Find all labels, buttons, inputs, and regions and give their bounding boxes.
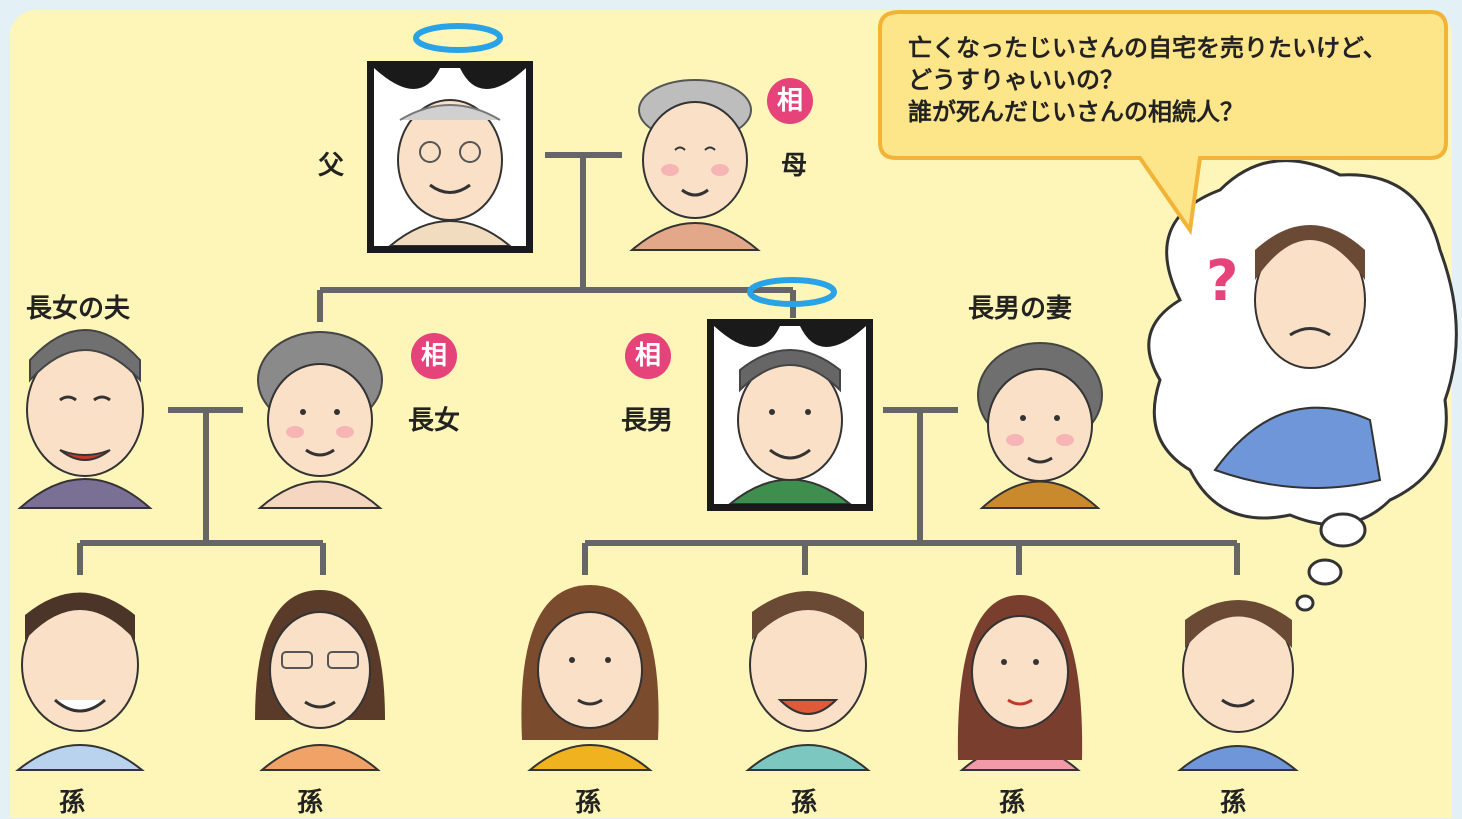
mother-portrait: [629, 79, 761, 251]
thought-cloud: ?: [1147, 159, 1458, 612]
grandchild-5-portrait: [957, 595, 1083, 771]
grandchild-4-portrait: [745, 591, 871, 771]
eldest-daughter-husband-portrait: [17, 329, 153, 509]
label-mother: 母: [781, 151, 808, 181]
question-mark-icon: ?: [1206, 249, 1238, 314]
label-eldest-son: 長男: [621, 406, 674, 436]
eldest-daughter-portrait: [257, 331, 383, 509]
label-eldest-son-wife: 長男の妻: [968, 294, 1073, 324]
label-father: 父: [318, 151, 345, 181]
grandchild-6-portrait: [1177, 600, 1299, 771]
speech-line-1: 亡くなったじいさんの自宅を売りたいけど、: [908, 34, 1387, 62]
label-grandchild-5: 孫: [999, 788, 1026, 818]
label-grandchild-1: 孫: [59, 788, 86, 818]
label-grandchild-4: 孫: [791, 788, 818, 818]
heir-badge-eldest-daughter: 相: [411, 333, 457, 379]
label-eldest-daughter-husband: 長女の夫: [26, 294, 131, 324]
heir-badge-mother: 相: [767, 78, 813, 124]
eldest-son-wife-portrait: [977, 342, 1103, 509]
label-grandchild-3: 孫: [575, 788, 602, 818]
heir-badge-eldest-son: 相: [625, 333, 671, 379]
speech-bubble: [878, 10, 1448, 236]
speech-line-2: どうすりゃいいの？: [908, 66, 1124, 94]
speech-line-3: 誰が死んだじいさんの相続人？: [908, 98, 1244, 126]
grandchild-3-portrait: [521, 585, 659, 771]
label-eldest-daughter: 長女: [408, 406, 461, 436]
father-portrait: [367, 23, 533, 253]
halo-icon: [747, 277, 837, 307]
label-grandchild-6: 孫: [1220, 788, 1247, 818]
halo-icon: [413, 23, 503, 53]
label-grandchild-2: 孫: [297, 788, 324, 818]
speech-text: 亡くなったじいさんの自宅を売りたいけど、 どうすりゃいいの？ 誰が死んだじいさん…: [908, 32, 1387, 128]
grandchild-1-portrait: [15, 592, 145, 771]
connector-lines: [77, 152, 1240, 575]
eldest-son-portrait: [707, 277, 873, 511]
grandchild-2-portrait: [255, 590, 385, 771]
